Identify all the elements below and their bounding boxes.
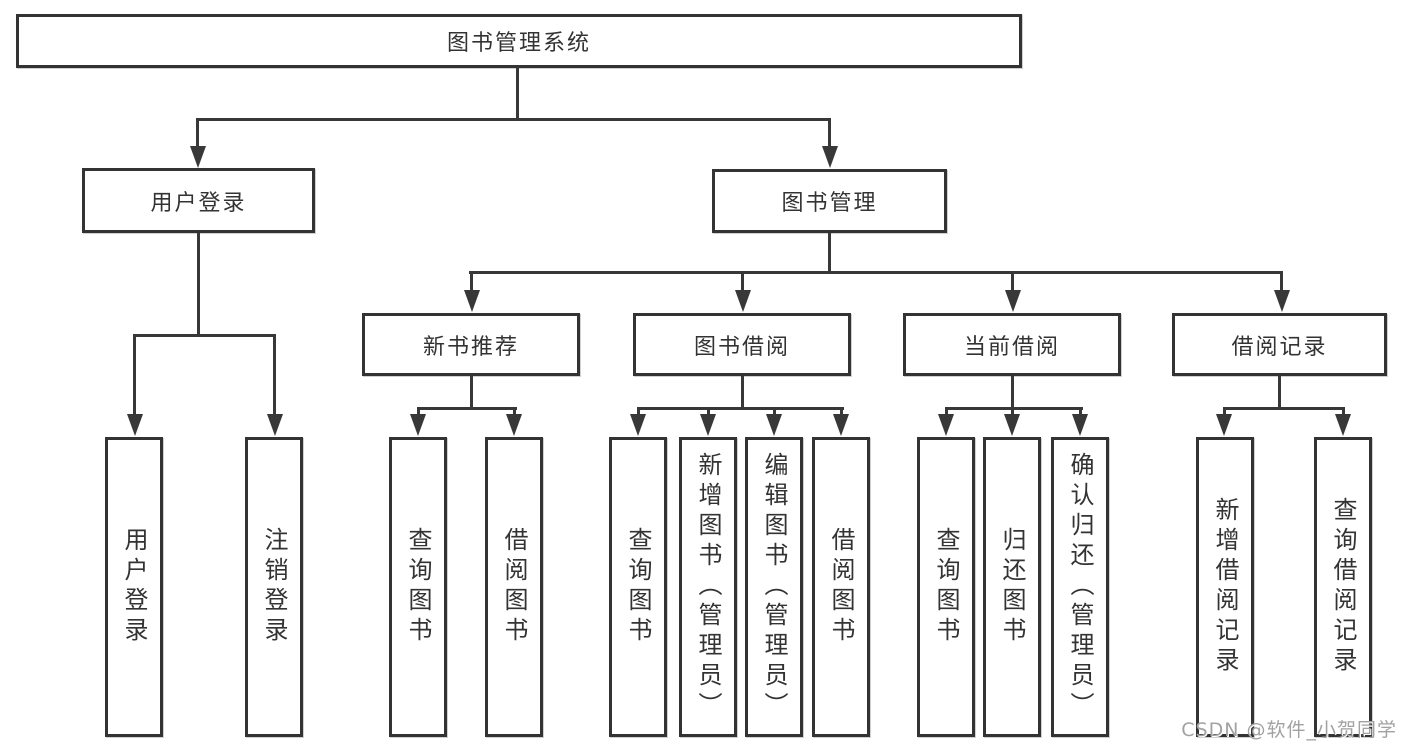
csdn-watermark: CSDN @软件_小贺同学 bbox=[1181, 719, 1397, 741]
connector-line bbox=[273, 334, 276, 417]
connector-line bbox=[1278, 376, 1281, 409]
node-user-login-label: 用户登录 bbox=[150, 190, 247, 216]
connector-line bbox=[637, 407, 640, 417]
node-book-mgmt: 图书管理 bbox=[712, 169, 947, 233]
arrowhead-down bbox=[1004, 414, 1020, 436]
node-new-books-label: 新书推荐 bbox=[422, 334, 519, 360]
leaf-label: 用户登录 bbox=[120, 527, 148, 647]
leaf-label: 查询借阅记录 bbox=[1329, 497, 1357, 677]
node-current-borrow: 当前借阅 bbox=[903, 313, 1121, 376]
leaf-borrow-records-0: 新增借阅记录 bbox=[1196, 437, 1254, 737]
arrowhead-down bbox=[410, 414, 426, 436]
connector-line bbox=[1011, 271, 1014, 293]
leaf-label: 查询图书 bbox=[932, 527, 960, 647]
leaf-user-login-0: 用户登录 bbox=[105, 437, 163, 737]
node-book-borrow: 图书借阅 bbox=[633, 313, 851, 376]
connector-line bbox=[516, 67, 519, 120]
leaf-new-books-1: 借阅图书 bbox=[485, 437, 543, 737]
node-borrow-records: 借阅记录 bbox=[1172, 313, 1387, 376]
connector-line bbox=[741, 376, 744, 409]
leaf-current-borrow-2: 确认归还（管理员） bbox=[1051, 437, 1109, 737]
connector-line bbox=[196, 118, 199, 150]
connector-line bbox=[469, 271, 1283, 274]
connector-line bbox=[1342, 407, 1345, 417]
arrowhead-down bbox=[1335, 414, 1351, 436]
connector-line bbox=[197, 233, 200, 336]
arrowhead-down bbox=[822, 146, 838, 168]
arrowhead-down bbox=[1072, 414, 1088, 436]
leaf-label: 归还图书 bbox=[998, 527, 1026, 647]
leaf-label: 新增借阅记录 bbox=[1211, 497, 1239, 677]
connector-line bbox=[945, 407, 1083, 410]
connector-line bbox=[513, 407, 516, 417]
connector-line bbox=[470, 271, 473, 293]
arrowhead-down bbox=[1005, 290, 1021, 312]
connector-line bbox=[828, 118, 831, 150]
connector-line bbox=[707, 407, 710, 417]
node-current-borrow-label: 当前借阅 bbox=[963, 334, 1060, 360]
node-book-mgmt-label: 图书管理 bbox=[781, 191, 878, 216]
connector-line bbox=[1079, 407, 1082, 417]
leaf-book-borrow-1: 新增图书（管理员） bbox=[679, 437, 737, 737]
arrowhead-down bbox=[630, 414, 646, 436]
connector-line bbox=[417, 407, 420, 417]
connector-line bbox=[1011, 376, 1014, 409]
leaf-label: 注销登录 bbox=[260, 527, 288, 647]
leaf-label: 查询图书 bbox=[624, 527, 652, 647]
node-book-borrow-label: 图书借阅 bbox=[693, 334, 790, 360]
arrowhead-down bbox=[938, 414, 954, 436]
leaf-label: 查询图书 bbox=[404, 527, 432, 647]
leaf-book-borrow-3: 借阅图书 bbox=[812, 437, 870, 737]
arrowhead-down bbox=[700, 414, 716, 436]
arrowhead-down bbox=[735, 290, 751, 312]
connector-line bbox=[1280, 271, 1283, 293]
connector-line bbox=[1223, 407, 1226, 417]
leaf-current-borrow-0: 查询图书 bbox=[917, 437, 975, 737]
arrowhead-down bbox=[267, 414, 283, 436]
node-new-books: 新书推荐 bbox=[362, 313, 580, 376]
arrowhead-down bbox=[464, 290, 480, 312]
leaf-label: 借阅图书 bbox=[827, 527, 855, 647]
leaf-borrow-records-1: 查询借阅记录 bbox=[1314, 437, 1372, 737]
connector-line bbox=[828, 233, 831, 273]
arrowhead-down bbox=[1274, 290, 1290, 312]
node-root: 图书管理系统 bbox=[16, 14, 1022, 68]
arrowhead-down bbox=[506, 414, 522, 436]
arrowhead-down bbox=[766, 414, 782, 436]
connector-line bbox=[741, 271, 744, 293]
node-root-label: 图书管理系统 bbox=[446, 31, 591, 56]
connector-line bbox=[133, 334, 136, 417]
leaf-label: 编辑图书（管理员） bbox=[760, 452, 788, 722]
connector-line bbox=[945, 407, 948, 417]
leaf-user-login-1: 注销登录 bbox=[245, 437, 303, 737]
leaf-label: 借阅图书 bbox=[500, 527, 528, 647]
leaf-current-borrow-1: 归还图书 bbox=[983, 437, 1041, 737]
arrowhead-down bbox=[1216, 414, 1232, 436]
connector-line bbox=[1223, 407, 1345, 410]
connector-line bbox=[637, 407, 844, 410]
arrowhead-down bbox=[127, 414, 143, 436]
connector-line bbox=[133, 334, 275, 337]
node-user-login: 用户登录 bbox=[82, 168, 315, 233]
leaf-label: 确认归还（管理员） bbox=[1066, 452, 1094, 722]
leaf-new-books-0: 查询图书 bbox=[389, 437, 447, 737]
arrowhead-down bbox=[190, 146, 206, 168]
connector-line bbox=[773, 407, 776, 417]
leaf-book-borrow-2: 编辑图书（管理员） bbox=[745, 437, 803, 737]
leaf-label: 新增图书（管理员） bbox=[694, 452, 722, 722]
connector-line bbox=[196, 118, 830, 121]
arrowhead-down bbox=[833, 414, 849, 436]
leaf-book-borrow-0: 查询图书 bbox=[609, 437, 667, 737]
connector-line bbox=[470, 376, 473, 409]
connector-line bbox=[1011, 407, 1014, 417]
connector-line bbox=[840, 407, 843, 417]
connector-line bbox=[417, 407, 517, 410]
node-borrow-records-label: 借阅记录 bbox=[1231, 334, 1328, 360]
